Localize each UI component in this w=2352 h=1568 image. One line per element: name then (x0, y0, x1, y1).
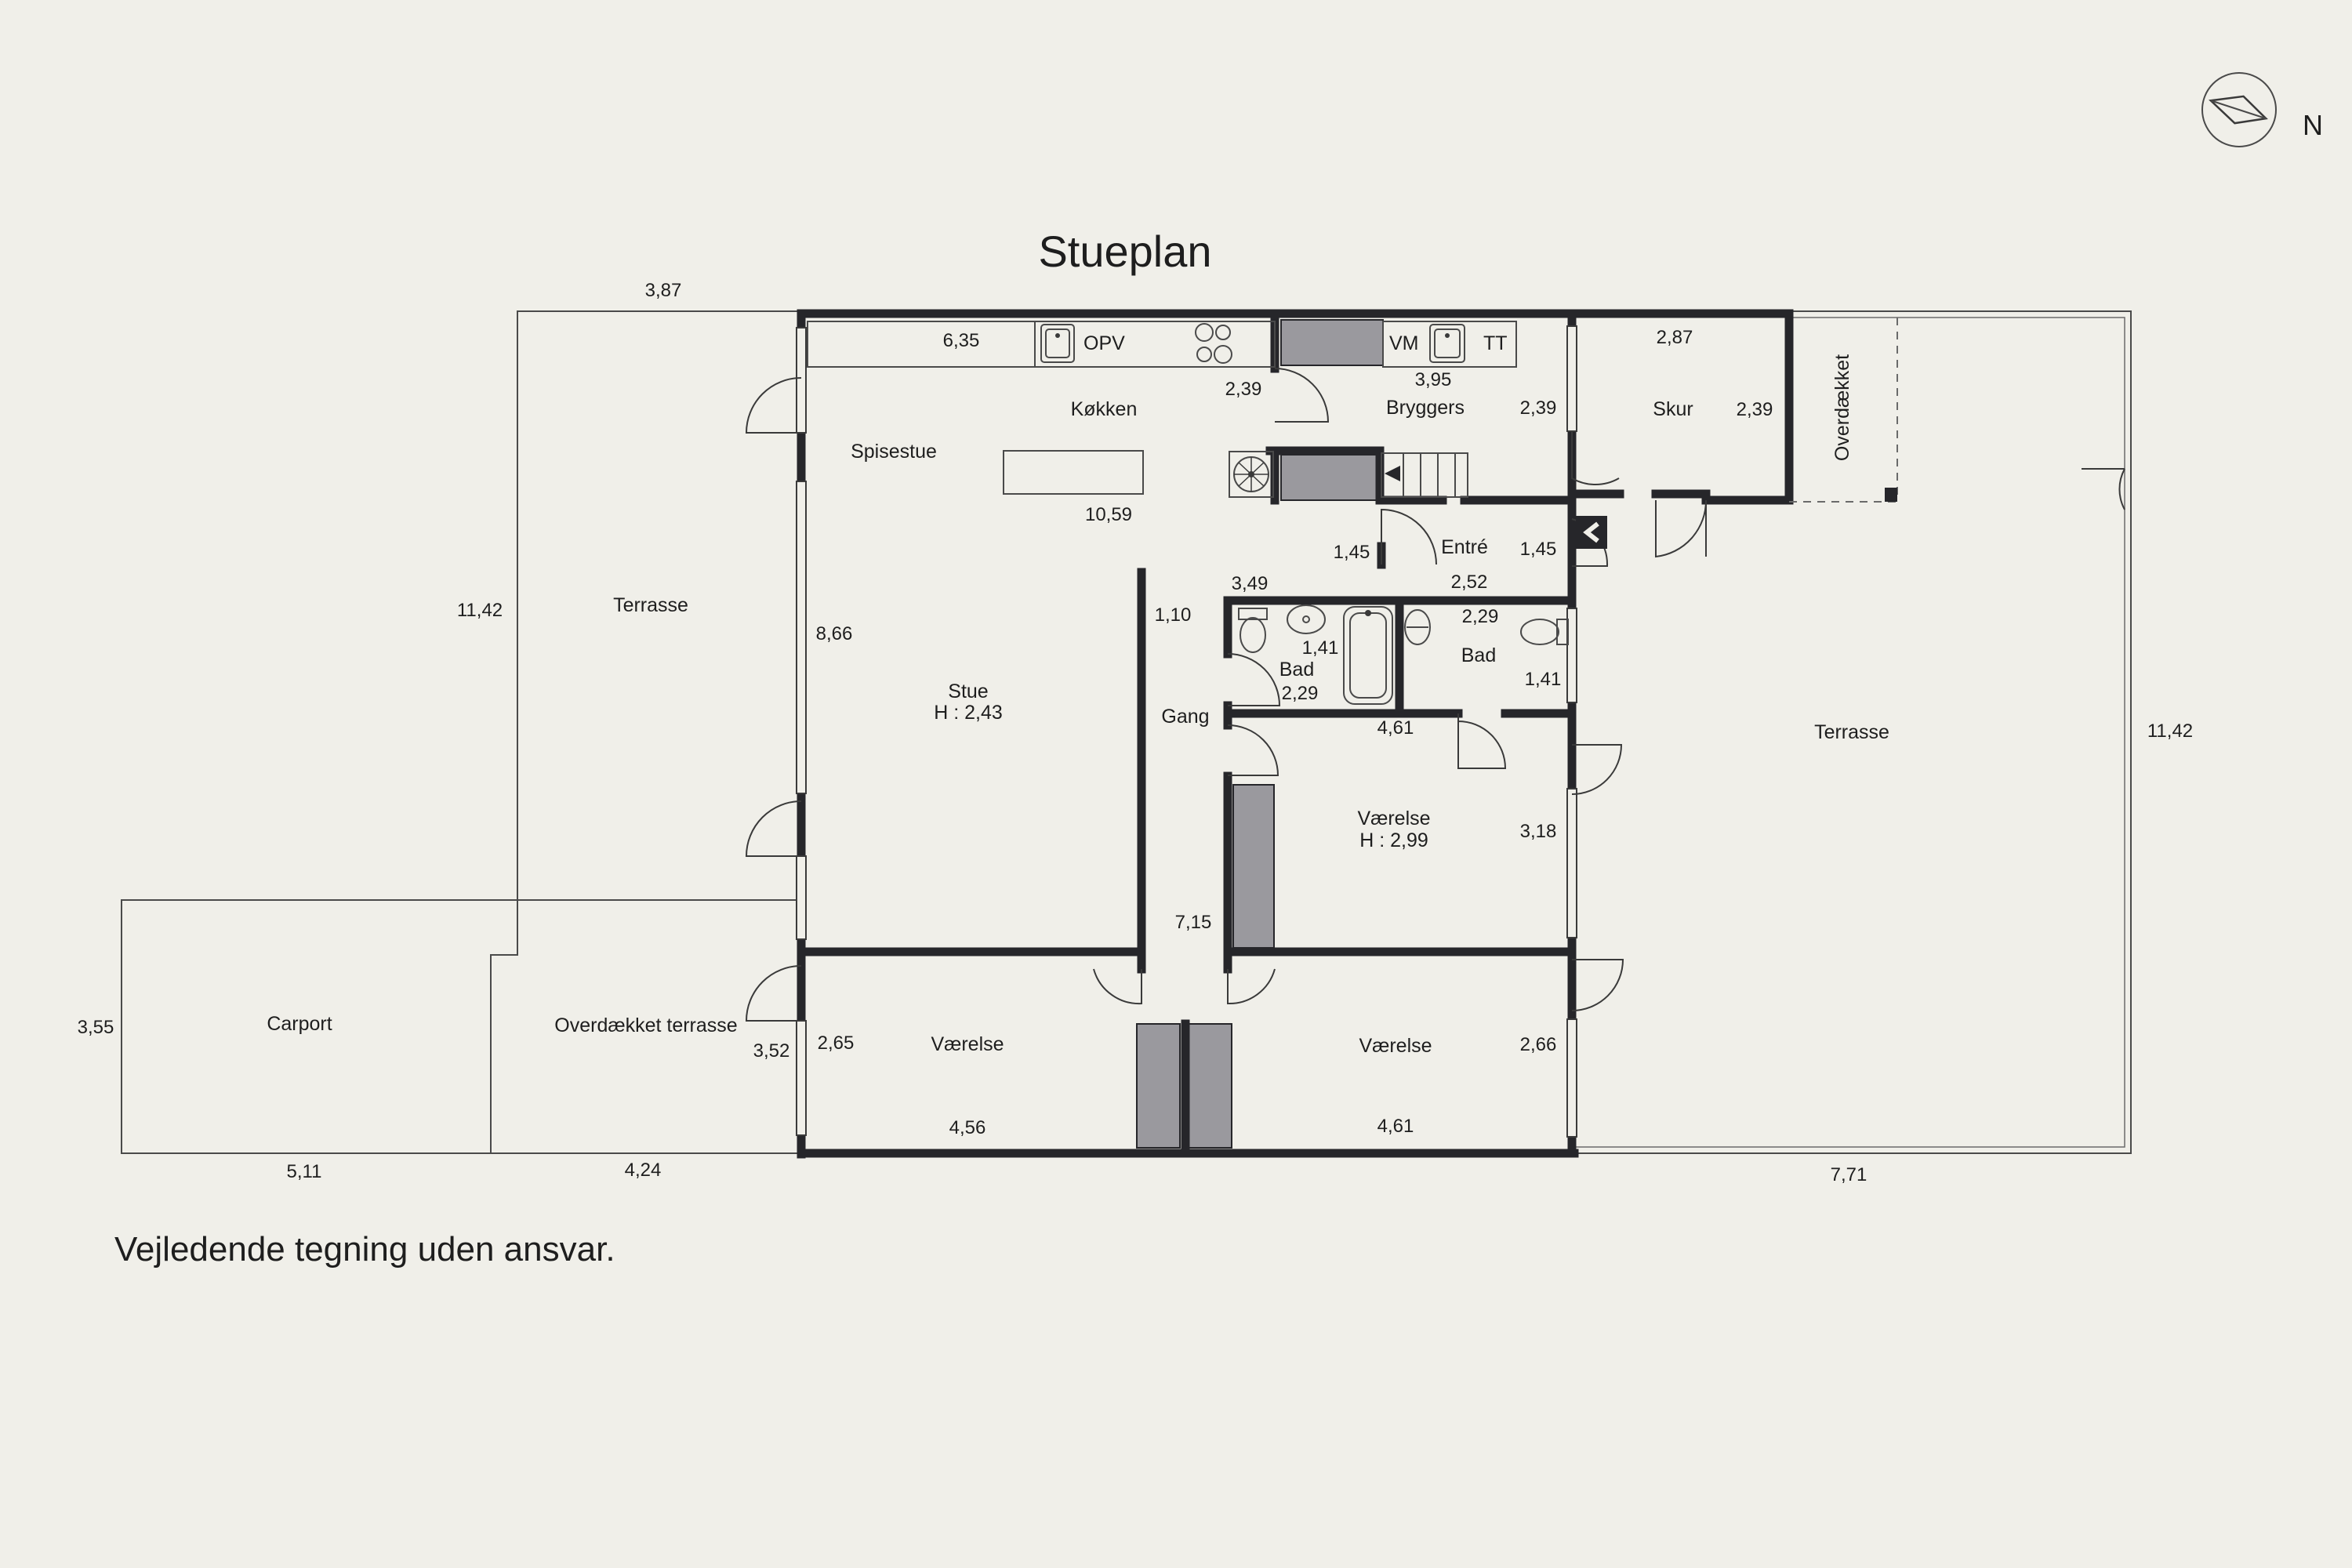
dimension-labels: 3,87 6,35 2,39 3,95 2,39 2,87 2,39 10,59… (78, 280, 2194, 1185)
dim-label: 2,29 (1462, 606, 1499, 627)
covered-area (1789, 318, 1898, 503)
fixture-vm: VM (1389, 332, 1419, 354)
room-skur: Skur (1653, 398, 1693, 420)
room-koekken: Køkken (1071, 398, 1138, 420)
room-terrasse-left: Terrasse (613, 594, 688, 616)
sink-icon (1404, 609, 1431, 645)
room-entre: Entré (1441, 536, 1488, 558)
room-vaerelse-right: Værelse (1359, 1035, 1432, 1057)
dim-label: 1,45 (1520, 539, 1557, 560)
kitchen-counter (807, 321, 1276, 495)
dim-label: 4,61 (1377, 717, 1414, 739)
room-carport: Carport (267, 1013, 332, 1035)
walls (797, 309, 1794, 1159)
room-stue: Stue (948, 681, 988, 702)
doors (745, 368, 2125, 1022)
dim-label: 1,41 (1525, 669, 1562, 690)
room-bad-1: Bad (1279, 659, 1314, 681)
bathtub-icon (1343, 606, 1393, 705)
cabinet-right (1188, 1023, 1232, 1149)
dim-label: 4,61 (1377, 1116, 1414, 1137)
dim-label: 11,42 (2147, 720, 2193, 742)
plan-title: Stueplan (1038, 227, 1211, 276)
compass-icon: N (2201, 72, 2323, 147)
room-terrasse-right: Terrasse (1814, 721, 1889, 743)
stove-icon (1195, 323, 1232, 364)
toilet-icon (1238, 608, 1268, 653)
dim-label: 6,35 (943, 330, 980, 351)
room-overdaekket-terrasse: Overdækket terrasse (554, 1014, 737, 1036)
dim-label: 2,29 (1282, 683, 1319, 704)
dim-label: 7,15 (1175, 912, 1212, 933)
room-gang: Gang (1161, 706, 1209, 728)
dim-label: 3,18 (1520, 821, 1557, 842)
terrace-right-outline (1572, 310, 2132, 1154)
dim-label: 2,66 (1520, 1034, 1557, 1055)
stair-block (1280, 454, 1379, 501)
dim-label: 2,52 (1451, 572, 1488, 593)
disclaimer-text: Vejledende tegning uden ansvar. (114, 1230, 615, 1269)
entry-arrow-icon (1576, 516, 1607, 549)
dim-label: 10,59 (1085, 504, 1132, 525)
fixture-opv: OPV (1083, 332, 1125, 354)
dim-label: 1,41 (1302, 637, 1339, 659)
room-vaerelse-left: Værelse (931, 1033, 1004, 1055)
dim-label: 5,11 (287, 1161, 322, 1182)
dim-label: 4,56 (949, 1117, 986, 1138)
room-vaerelse-mid: Værelse (1357, 808, 1430, 829)
toilet-icon (1520, 619, 1569, 645)
dim-label: 2,39 (1737, 399, 1773, 420)
room-bryggers: Bryggers (1386, 397, 1465, 419)
fixture-tt: TT (1483, 332, 1508, 354)
dim-label: 2,65 (818, 1033, 855, 1054)
dim-label: 3,52 (753, 1040, 790, 1062)
room-overdaekket: Overdækket (1831, 354, 1853, 461)
dim-label: 3,49 (1232, 573, 1269, 594)
dim-label: 1,45 (1334, 542, 1370, 563)
dim-label: 7,71 (1831, 1164, 1867, 1185)
stairs-icon (1381, 452, 1468, 498)
dim-label: 2,39 (1225, 379, 1262, 400)
dim-label: 3,95 (1415, 369, 1452, 390)
terrace-left-outline (121, 310, 798, 1154)
dim-label: 1,10 (1155, 604, 1192, 626)
kitchen-block (1280, 319, 1384, 366)
dim-label: 2,87 (1657, 327, 1693, 348)
dim-label: 8,66 (816, 623, 853, 644)
room-stue-height: H : 2,43 (934, 702, 1003, 724)
room-spisestue: Spisestue (851, 441, 937, 463)
dim-label: 3,55 (78, 1017, 114, 1038)
hall-cabinet (1232, 784, 1275, 949)
dim-label: 4,24 (625, 1160, 662, 1181)
cabinet-left (1136, 1023, 1181, 1149)
dim-label: 3,87 (645, 280, 682, 301)
utility-counter (1382, 321, 1517, 368)
room-vaerelse-mid-height: H : 2,99 (1359, 829, 1428, 851)
compass-label: N (2303, 109, 2323, 141)
room-bad-2: Bad (1461, 644, 1496, 666)
spiral-stair-icon (1229, 451, 1274, 498)
sink-icon (1040, 324, 1075, 363)
sink-icon (1287, 604, 1326, 634)
dim-label: 11,42 (457, 600, 503, 621)
dim-label: 2,39 (1520, 397, 1557, 419)
